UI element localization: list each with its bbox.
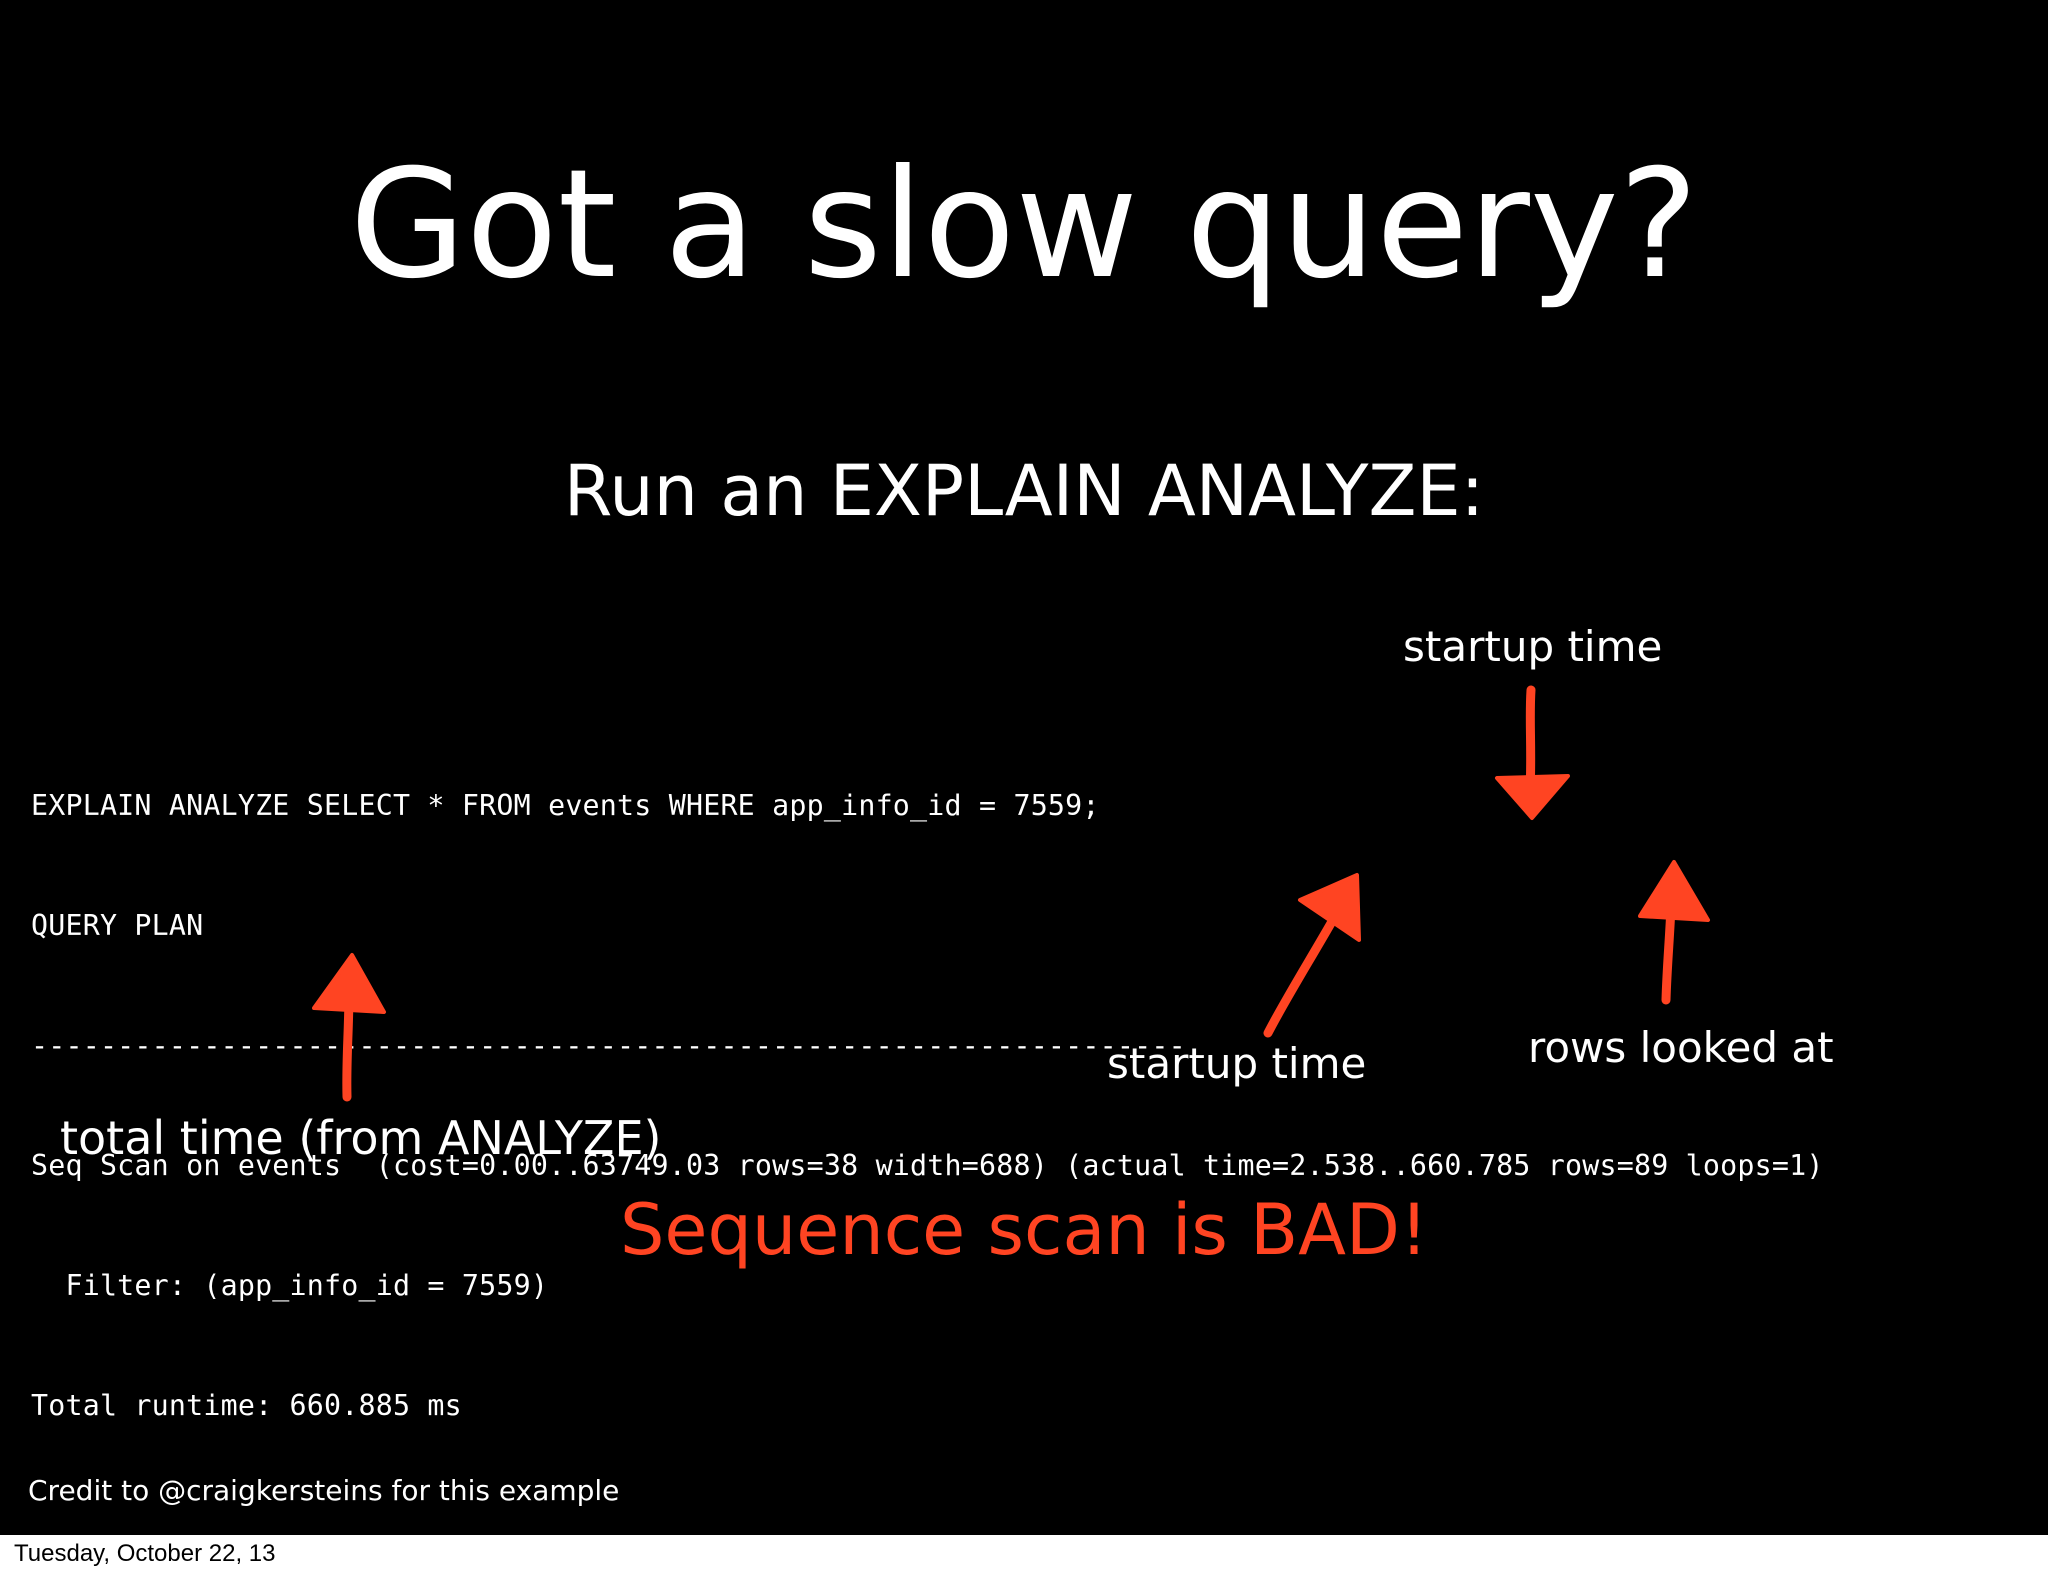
- code-line-separator: ----------------------------------------…: [31, 1029, 1186, 1062]
- slide-title: Got a slow query?: [349, 138, 1699, 312]
- code-line-query-plan: QUERY PLAN: [31, 909, 204, 942]
- arrow-up-right-icon: [1263, 873, 1361, 1038]
- code-block: EXPLAIN ANALYZE SELECT * FROM events WHE…: [31, 706, 1824, 1506]
- footer-bar: [0, 1535, 2048, 1576]
- code-line-seq-scan: Seq Scan on events (cost=0.00..63749.03 …: [31, 1149, 1824, 1182]
- code-line-total-runtime: Total runtime: 660.885 ms: [31, 1389, 462, 1422]
- credit-text: Credit to @craigkersteins for this examp…: [28, 1474, 620, 1507]
- warning-text: Sequence scan is BAD!: [619, 1189, 1429, 1271]
- annotation-rows-looked-at: rows looked at: [1528, 1023, 1834, 1072]
- code-line-explain: EXPLAIN ANALYZE SELECT * FROM events WHE…: [31, 789, 1100, 822]
- code-line-filter: Filter: (app_info_id = 7559): [31, 1269, 549, 1302]
- arrow-up-total-icon: [312, 953, 386, 1102]
- footer-date: Tuesday, October 22, 13: [14, 1540, 276, 1567]
- arrow-up-rows-icon: [1638, 860, 1710, 1005]
- annotation-startup-time-top: startup time: [1403, 622, 1663, 671]
- slide: Got a slow query? Run an EXPLAIN ANALYZE…: [0, 0, 2048, 1535]
- annotation-startup-time-bottom: startup time: [1107, 1039, 1367, 1088]
- annotation-arrows: [312, 685, 1710, 1102]
- slide-subtitle: Run an EXPLAIN ANALYZE:: [563, 450, 1485, 532]
- arrow-down-icon: [1495, 685, 1570, 820]
- annotation-total-time: total time (from ANALYZE): [60, 1111, 662, 1165]
